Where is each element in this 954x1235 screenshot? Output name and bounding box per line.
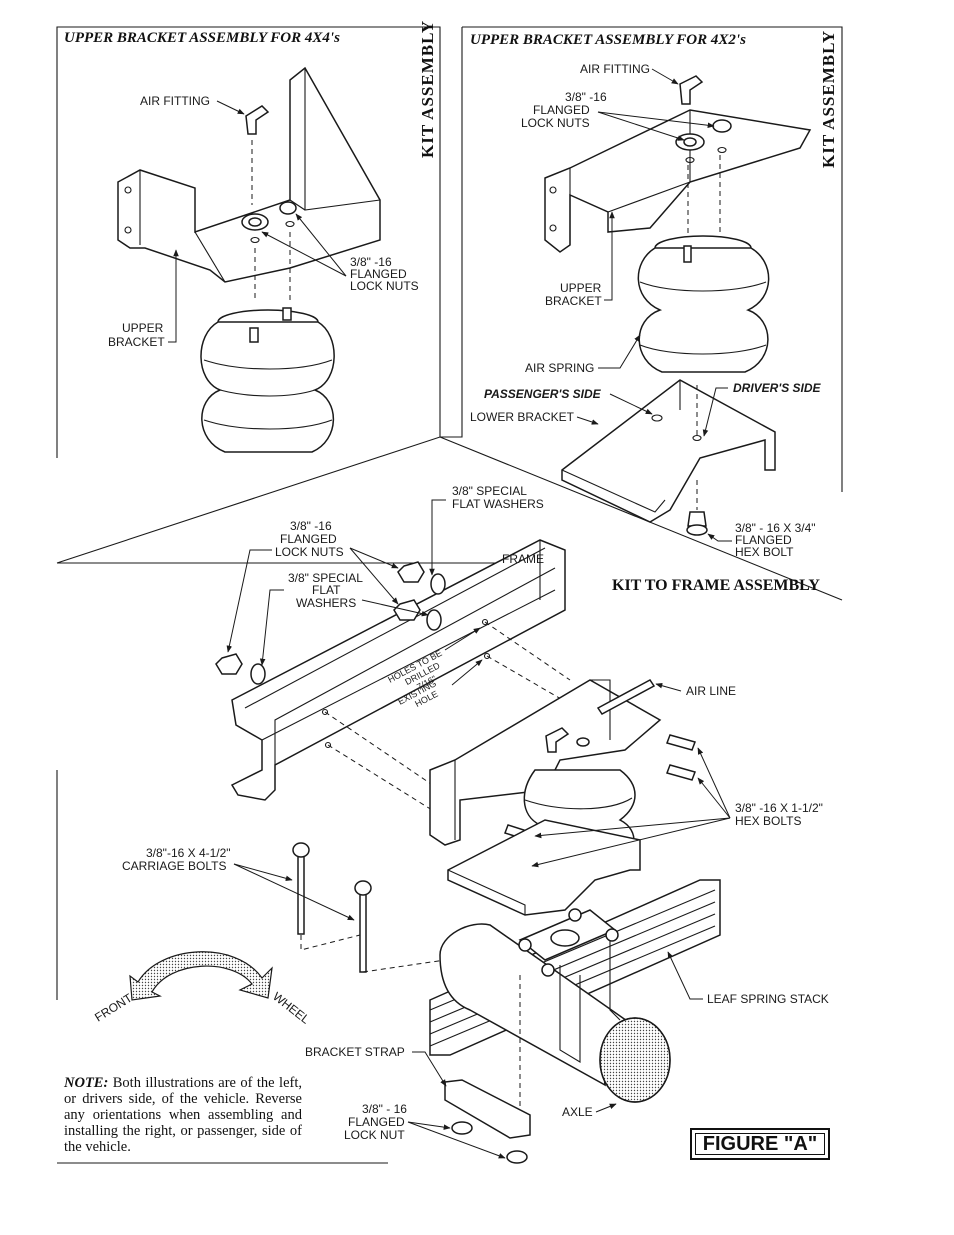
svg-text:CARRIAGE BOLTS: CARRIAGE BOLTS <box>122 859 226 873</box>
svg-text:FLANGED: FLANGED <box>348 1115 405 1129</box>
frame-illustration <box>215 539 721 1164</box>
direction-arrow: FRONT WHEEL <box>92 951 313 1027</box>
label-lower-bracket: LOWER BRACKET <box>470 410 575 424</box>
svg-text:HEX BOLT: HEX BOLT <box>735 545 794 559</box>
label-hex-bolt-4x2: 3/8" - 16 X 3/4" FLANGED HEX BOLT <box>735 521 816 559</box>
svg-text:3/8" -16: 3/8" -16 <box>290 519 332 533</box>
label-lock-nuts-frame: 3/8" -16 FLANGED LOCK NUTS <box>275 519 344 559</box>
bracket-4x2-illustration <box>544 75 812 536</box>
svg-text:LOCK NUTS: LOCK NUTS <box>521 116 590 130</box>
label-upper-bracket-4x4: UPPER BRACKET <box>108 321 165 349</box>
svg-text:FLANGED: FLANGED <box>533 103 590 117</box>
label-air-spring: AIR SPRING <box>525 361 594 375</box>
panel-4x2-side-label: KIT ASSEMBLY <box>819 30 838 168</box>
svg-text:FLAT: FLAT <box>312 583 341 597</box>
label-carriage-bolts: 3/8"-16 X 4-1/2" CARRIAGE BOLTS <box>122 846 231 873</box>
label-frame: FRAME <box>502 552 544 566</box>
figure-label: FIGURE "A" <box>702 1132 818 1155</box>
svg-text:LOCK NUT: LOCK NUT <box>344 1128 405 1142</box>
label-special-washers-side: 3/8" SPECIAL FLAT WASHERS <box>288 571 363 610</box>
note-body: Both illustrations are of the left, or d… <box>64 1075 302 1155</box>
svg-text:HEX BOLTS: HEX BOLTS <box>735 814 801 828</box>
svg-text:LOCK NUTS: LOCK NUTS <box>350 279 419 293</box>
svg-text:3/8" SPECIAL: 3/8" SPECIAL <box>288 571 363 585</box>
svg-text:LOCK NUTS: LOCK NUTS <box>275 545 344 559</box>
svg-text:3/8" - 16 X 3/4": 3/8" - 16 X 3/4" <box>735 521 816 535</box>
svg-text:FLANGED: FLANGED <box>280 532 337 546</box>
assembly-note: NOTE: Both illustrations are of the left… <box>64 1075 302 1155</box>
svg-text:FLANGED: FLANGED <box>735 533 792 547</box>
label-axle: AXLE <box>562 1105 593 1119</box>
svg-text:UPPER: UPPER <box>122 321 164 335</box>
svg-text:UPPER: UPPER <box>560 281 602 295</box>
panel-4x2-title: UPPER BRACKET ASSEMBLY FOR 4X2's <box>470 32 746 48</box>
svg-text:3/8" -16 X 1-1/2": 3/8" -16 X 1-1/2" <box>735 801 823 815</box>
svg-text:FLANGED: FLANGED <box>350 267 407 281</box>
label-air-line: AIR LINE <box>686 684 736 698</box>
label-front: FRONT <box>92 990 135 1024</box>
label-air-fitting-4x4: AIR FITTING <box>140 94 210 108</box>
bracket-4x4-illustration <box>117 66 381 453</box>
svg-text:FLAT WASHERS: FLAT WASHERS <box>452 497 544 511</box>
svg-text:3/8" SPECIAL: 3/8" SPECIAL <box>452 484 527 498</box>
label-lock-nuts-4x2: 3/8" -16 FLANGED LOCK NUTS <box>521 90 607 130</box>
svg-text:3/8" -16: 3/8" -16 <box>350 255 392 269</box>
svg-text:BRACKET: BRACKET <box>545 294 602 308</box>
label-air-fitting-4x2: AIR FITTING <box>580 62 650 76</box>
label-upper-bracket-4x2: UPPER BRACKET <box>545 281 602 308</box>
label-strap-lock-nut: 3/8" - 16 FLANGED LOCK NUT <box>344 1102 407 1142</box>
label-special-washers-top: 3/8" SPECIAL FLAT WASHERS <box>452 484 544 511</box>
svg-text:3/8" -16: 3/8" -16 <box>565 90 607 104</box>
figure-label-box: FIGURE "A" <box>690 1128 830 1160</box>
note-lead: NOTE: <box>64 1075 109 1091</box>
svg-text:3/8" - 16: 3/8" - 16 <box>362 1102 407 1116</box>
svg-text:WASHERS: WASHERS <box>296 596 356 610</box>
label-wheel: WHEEL <box>270 989 313 1027</box>
svg-text:3/8"-16 X 4-1/2": 3/8"-16 X 4-1/2" <box>146 846 231 860</box>
label-lock-nuts-4x4: 3/8" -16 FLANGED LOCK NUTS <box>350 255 419 293</box>
panel-4x4-side-label: KIT ASSEMBLY <box>418 20 437 158</box>
label-hex-bolts-frame: 3/8" -16 X 1-1/2" HEX BOLTS <box>735 801 823 828</box>
label-passengers-side: PASSENGER'S SIDE <box>484 387 602 401</box>
frame-assembly-title: KIT TO FRAME ASSEMBLY <box>612 577 820 594</box>
label-leaf-spring-stack: LEAF SPRING STACK <box>707 992 829 1006</box>
label-bracket-strap: BRACKET STRAP <box>305 1045 405 1059</box>
panel-4x4-title: UPPER BRACKET ASSEMBLY FOR 4X4's <box>64 30 340 46</box>
svg-text:BRACKET: BRACKET <box>108 335 165 349</box>
label-drivers-side: DRIVER'S SIDE <box>733 381 822 395</box>
